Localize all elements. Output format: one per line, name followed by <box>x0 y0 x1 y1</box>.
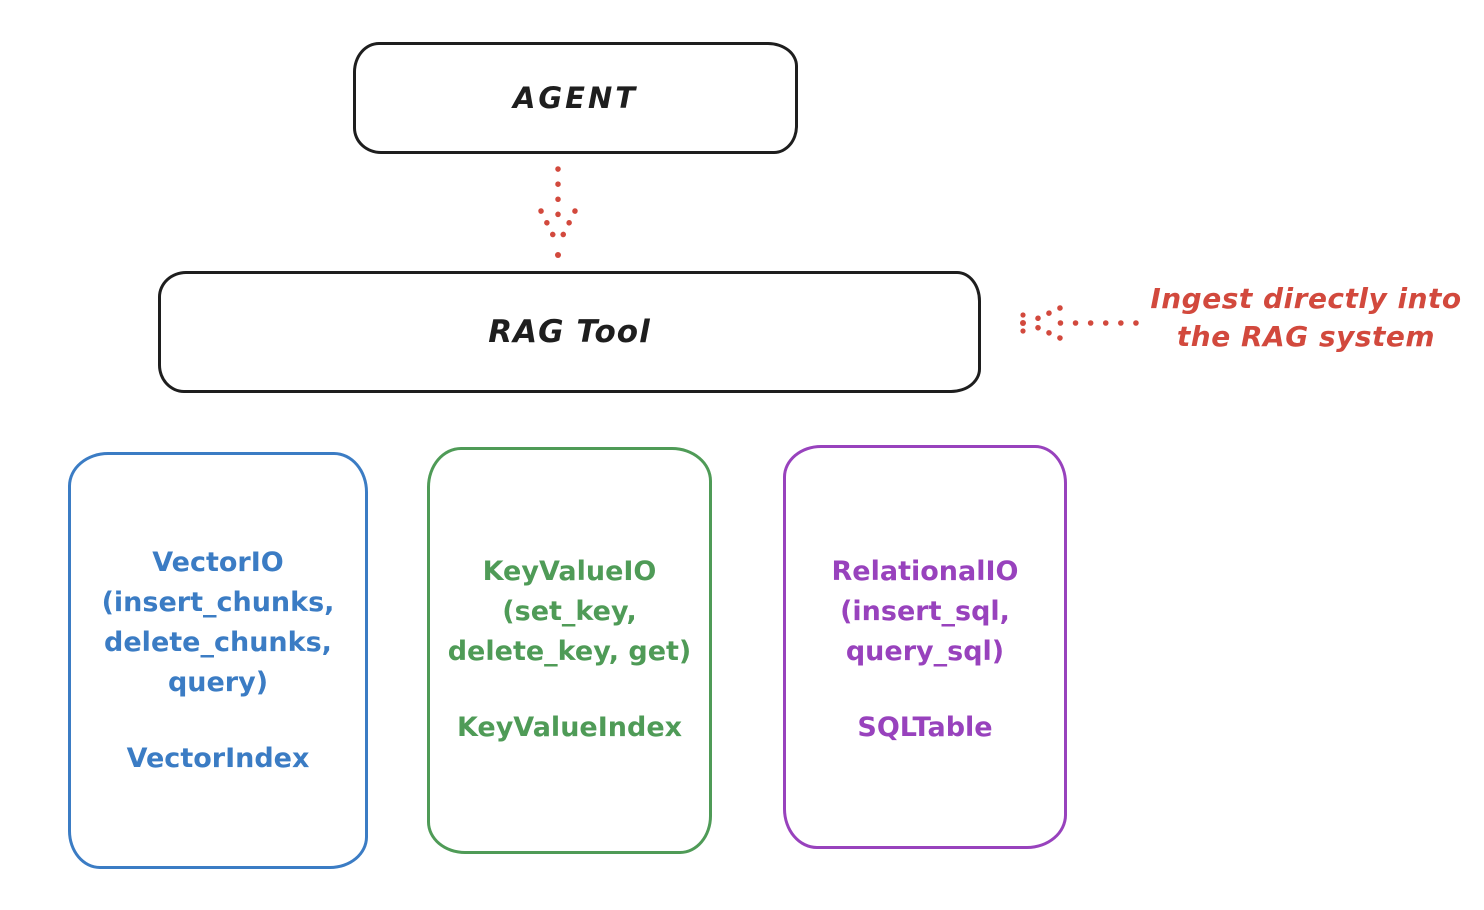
relationalio-title: RelationalIO <box>831 556 1019 587</box>
relationalio-box: RelationalIO (insert_sql, query_sql) SQL… <box>783 445 1067 849</box>
rag-tool-box: RAG Tool <box>158 271 981 393</box>
rag-tool-label: RAG Tool <box>488 314 651 350</box>
ingest-dotted-arrow-icon <box>1016 300 1142 346</box>
keyvalueio-methods-line1: (set_key, <box>502 596 637 627</box>
vectorio-methods-line1: (insert_chunks, <box>101 587 335 618</box>
vectorio-title: VectorIO <box>152 547 284 578</box>
ingest-annotation-line2: the RAG system <box>1176 320 1436 353</box>
vectorio-methods-line3: query) <box>167 667 269 698</box>
keyvalue-index-label: KeyValueIndex <box>456 712 683 743</box>
agent-box: AGENT <box>353 42 798 154</box>
agent-to-rag-dotted-arrow-icon <box>528 163 588 265</box>
keyvalueio-box: KeyValueIO (set_key, delete_key, get) Ke… <box>427 447 712 854</box>
ingest-annotation-line1: Ingest directly into <box>1150 282 1462 315</box>
ingest-annotation: Ingest directly into the RAG system <box>1138 280 1474 356</box>
sql-table-label: SQLTable <box>857 712 993 743</box>
keyvalueio-title: KeyValueIO <box>482 556 657 587</box>
vector-index-label: VectorIndex <box>126 743 310 774</box>
keyvalueio-methods-line2: delete_key, get) <box>447 636 692 667</box>
relationalio-methods-line1: (insert_sql, <box>840 596 1010 627</box>
agent-label: AGENT <box>512 81 639 115</box>
vectorio-box: VectorIO (insert_chunks, delete_chunks, … <box>68 452 368 869</box>
vectorio-methods-line2: delete_chunks, <box>104 627 332 658</box>
relationalio-methods-line2: query_sql) <box>845 636 1005 667</box>
